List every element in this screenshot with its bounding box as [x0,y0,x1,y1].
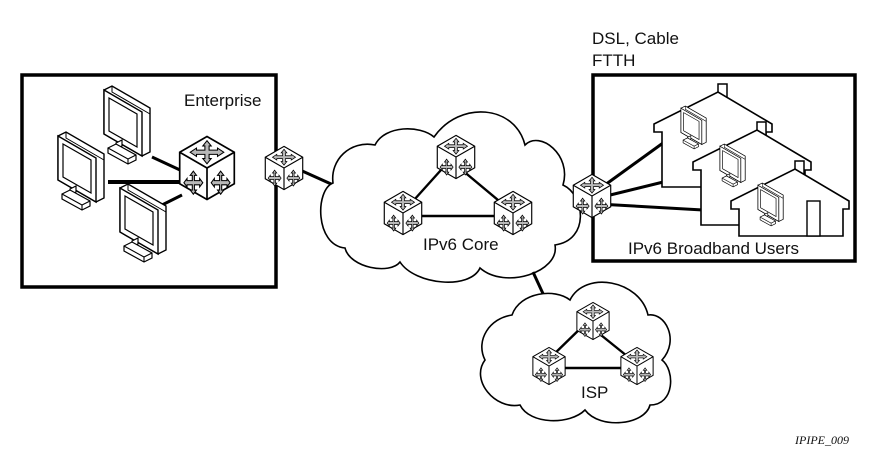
link-edge-home1 [597,141,664,192]
broadband-label: IPv6 Broadband Users [628,239,799,258]
enterprise-site: Enterprise [20,73,278,289]
access-caption-line1: DSL, Cable [592,29,679,48]
broadband-boundary [591,73,857,263]
workstation-3-monitor-icon [119,183,167,263]
core-label: IPv6 Core [423,235,499,254]
broadband-site: DSL, Cable FTTH IPv6 Broadband Users [591,29,857,263]
isp-label: ISP [581,383,608,402]
home-3-door [806,200,821,237]
ipv6-core-network: IPv6 Core [319,111,582,283]
workstation-2-monitor-icon [57,131,105,211]
isp-cloud-icon [479,281,672,424]
home-3-house-icon [730,160,850,237]
core-cloud-icon [319,111,582,283]
access-caption-line2: FTTH [592,51,635,70]
edge-router-left-icon [264,145,304,191]
link-ws1-router [151,155,181,172]
figure-id: IPIPE_009 [794,433,849,447]
workstation-1-monitor-icon [103,85,151,165]
enterprise-router-icon [178,135,236,201]
isp-network: ISP [479,281,672,424]
enterprise-label: Enterprise [184,91,261,110]
